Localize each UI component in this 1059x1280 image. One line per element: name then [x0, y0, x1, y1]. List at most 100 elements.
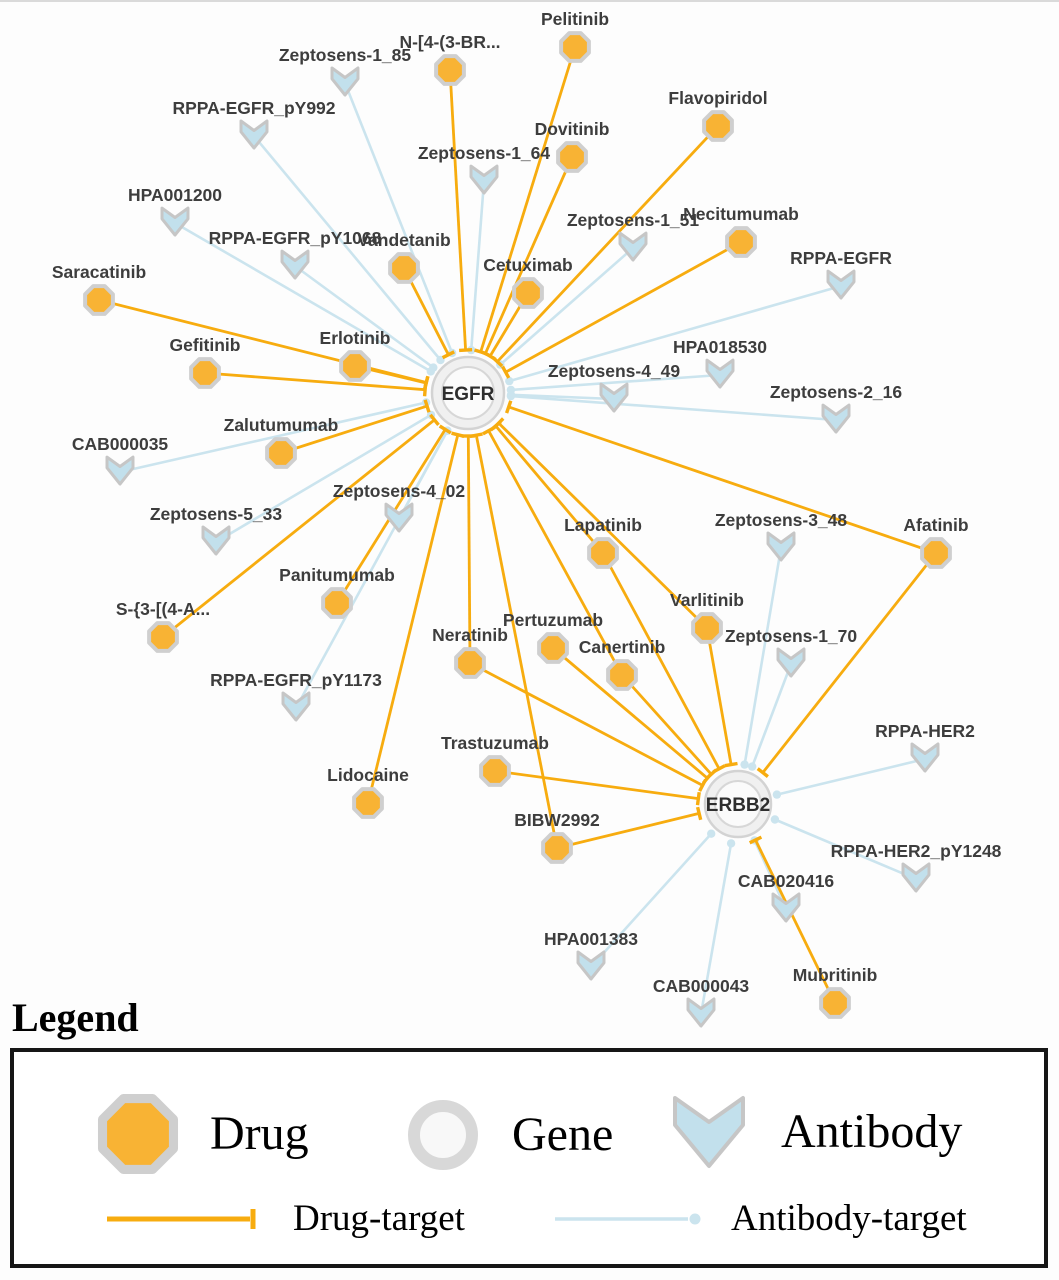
drug-node-flavopiridol — [702, 110, 734, 142]
antibody-node-cab000043 — [686, 997, 716, 1028]
node-layer — [83, 31, 952, 1028]
inhibition-tick — [698, 778, 708, 792]
drug-label-gefitinib: Gefitinib — [170, 335, 241, 355]
drug-label-necitumumab: Necitumumab — [683, 204, 799, 224]
antibody-label-cab020416: CAB020416 — [738, 871, 835, 891]
antibody-label-rppa-egfr: RPPA-EGFR — [790, 248, 892, 268]
drug-node-pertuzumab — [537, 632, 569, 664]
drug-target-edge — [504, 240, 742, 374]
legend-box: Drug Gene Antibody Drug-target — [10, 1048, 1048, 1268]
drug-target-edge — [487, 430, 624, 676]
antibody-label-zeptosens-1-85: Zeptosens-1_85 — [279, 45, 412, 65]
drug-icon — [97, 1093, 179, 1175]
antibody-target-edge — [743, 547, 783, 765]
antibody-node-rppa-her2-py1248 — [901, 862, 931, 893]
drug-target-edge — [556, 812, 700, 850]
drug-label-trastuzumab: Trastuzumab — [441, 733, 549, 753]
drug-label-flavopiridol: Flavopiridol — [668, 88, 767, 108]
antibody-label-cab000043: CAB000043 — [653, 976, 750, 996]
antibody-node-hpa018530 — [705, 358, 735, 389]
antibody-target-edge — [294, 430, 449, 709]
drug-target-edge — [466, 435, 472, 664]
drug-label-bibw2992: BIBW2992 — [514, 810, 600, 830]
inhibition-tick — [469, 432, 483, 439]
antibody-target-edge — [294, 264, 435, 369]
antibody-target-edge — [253, 135, 442, 361]
antibody-node-zeptosens-4-49 — [599, 382, 629, 413]
edge-endpoint-dot — [748, 762, 757, 771]
antibody-target-edge — [776, 757, 926, 796]
drug-target-edge — [552, 646, 709, 780]
inhibition-tick — [429, 413, 440, 426]
antibody-target-edge — [510, 373, 721, 392]
edge-endpoint-dot — [740, 760, 749, 769]
drug-label-lidocaine: Lidocaine — [327, 765, 409, 785]
drug-label-lapatinib: Lapatinib — [564, 515, 642, 535]
drug-target-edge — [620, 674, 713, 776]
drug-label-varlitinib: Varlitinib — [670, 590, 744, 610]
antibody-label-zeptosens-1-70: Zeptosens-1_70 — [725, 626, 858, 646]
inhibition-tick — [501, 365, 511, 379]
legend-item-antibody: Antibody — [662, 1092, 962, 1172]
antibody-target-edge — [499, 247, 634, 366]
edge-endpoint-dot — [770, 815, 780, 824]
inhibition-tick — [423, 399, 431, 413]
drug-label-vandetanib: Vandetanib — [357, 230, 450, 250]
antibody-label-hpa001200: HPA001200 — [128, 185, 222, 205]
drug-target-line-icon — [107, 1208, 256, 1229]
drug-node-dovitinib — [556, 141, 588, 173]
drug-node-n-4-3-br — [434, 54, 466, 86]
drug-label-panitumumab: Panitumumab — [279, 565, 395, 585]
drug-node-panitumumab — [321, 587, 353, 619]
inhibition-tick — [748, 835, 763, 845]
antibody-node-zeptosens-2-16 — [821, 403, 851, 434]
antibody-label-hpa018530: HPA018530 — [673, 337, 767, 357]
antibody-node-zeptosens-3-48 — [766, 531, 796, 562]
drug-node-lapatinib — [587, 537, 619, 569]
drug-node-zalutumumab — [265, 437, 297, 469]
drug-target-edge — [494, 769, 699, 800]
inhibition-tick — [724, 761, 738, 768]
drug-target-edge — [754, 839, 837, 1004]
antibody-label-rppa-egfr-py1068: RPPA-EGFR_pY1068 — [209, 228, 382, 248]
drug-target-edge — [497, 422, 708, 629]
drug-label-dovitinib: Dovitinib — [535, 119, 610, 139]
drug-label-neratinib: Neratinib — [432, 625, 508, 645]
inhibition-tick — [483, 351, 497, 361]
drug-node-canertinib — [606, 659, 638, 691]
antibody-target-edge — [469, 180, 486, 351]
legend-item-gene: Gene — [398, 1090, 613, 1180]
antibody-node-cab000035 — [105, 455, 135, 486]
drug-node-trastuzumab — [479, 755, 511, 787]
inhibition-tick — [756, 767, 769, 778]
drug-target-edge — [761, 552, 938, 774]
drug-target-edge — [448, 69, 467, 351]
drug-target-edge — [601, 552, 721, 770]
drug-label-pelitinib: Pelitinib — [541, 9, 609, 29]
antibody-label-zeptosens-1-51: Zeptosens-1_51 — [567, 210, 700, 230]
drug-target-edge — [508, 405, 937, 555]
inhibition-tick — [423, 376, 430, 390]
drug-target-edge — [280, 404, 428, 455]
inhibition-tick — [438, 424, 452, 435]
antibody-label-zeptosens-2-16: Zeptosens-2_16 — [770, 382, 903, 402]
antibody-target-edge — [174, 221, 432, 373]
antibody-node-zeptosens-1-85 — [330, 66, 360, 97]
drug-target-edge — [469, 661, 704, 787]
antibody-node-zeptosens-1-70 — [776, 647, 806, 678]
antibody-node-zeptosens-5-33 — [201, 525, 231, 556]
antibody-label-rppa-egfr-py1173: RPPA-EGFR_pY1173 — [210, 670, 382, 690]
gene-icon — [408, 1100, 478, 1170]
drug-node-saracatinib — [83, 284, 115, 316]
antibody-label-zeptosens-4-49: Zeptosens-4_49 — [548, 361, 681, 381]
antibody-icon — [673, 1096, 745, 1168]
gene-node-inner-egfr — [441, 366, 495, 420]
drug-node-pelitinib — [559, 31, 591, 63]
antibody-target-edge — [699, 843, 733, 1015]
edge-layer — [98, 46, 938, 1015]
drug-label-mubritinib: Mubritinib — [793, 965, 878, 985]
inhibition-tick — [695, 806, 703, 821]
antibody-target-edge — [750, 663, 793, 768]
drug-target-edge — [474, 434, 559, 849]
antibody-label-zeptosens-1-64: Zeptosens-1_64 — [418, 143, 551, 163]
